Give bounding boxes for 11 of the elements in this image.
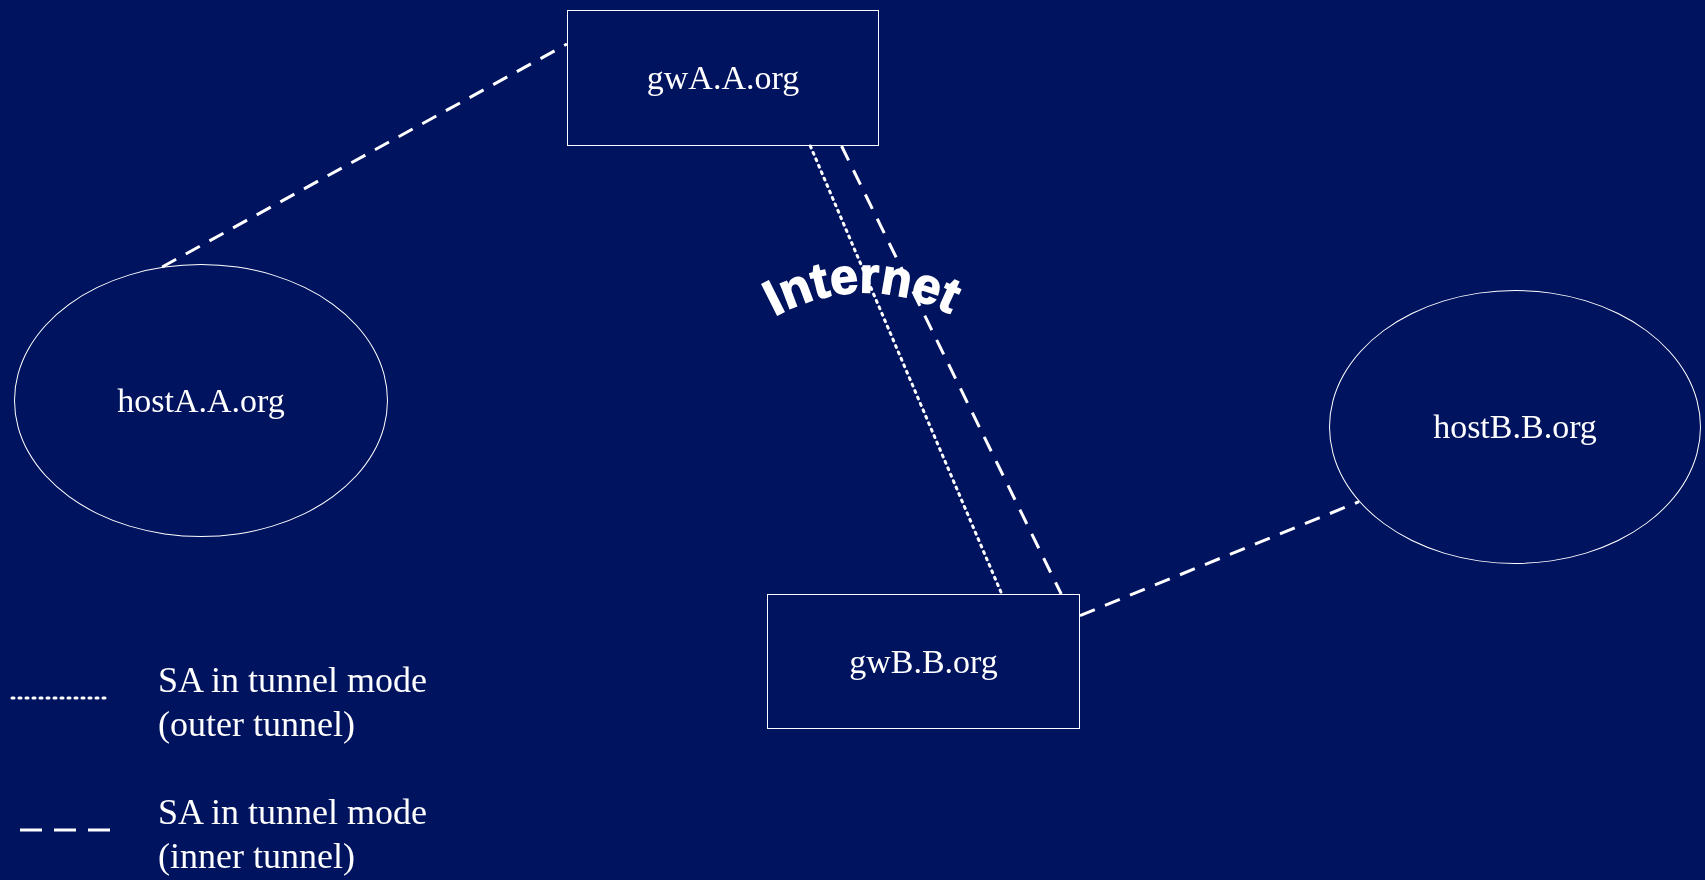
gateway-box (567, 10, 879, 146)
node-label: hostB.B.org (1433, 408, 1597, 446)
legend-text: SA in tunnel mode (inner tunnel) (158, 791, 428, 878)
node-label: gwA.A.org (646, 59, 800, 97)
gateway-box (767, 594, 1080, 729)
node-label: gwB.B.org (849, 642, 998, 681)
legend-text: SA in tunnel mode (outer tunnel) (158, 659, 428, 746)
dashed-line (161, 42, 568, 269)
host-ellipse (14, 264, 388, 537)
dashed-line (1079, 500, 1360, 617)
node-label: hostA.A.org (117, 381, 285, 420)
